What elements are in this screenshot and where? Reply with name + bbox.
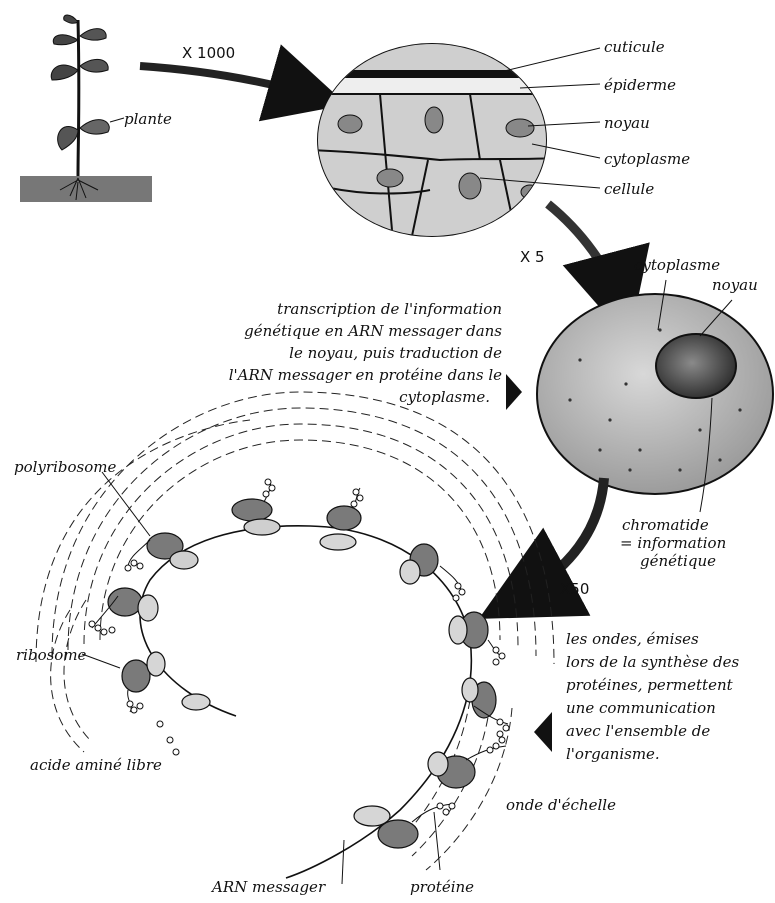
cell-view xyxy=(537,280,773,512)
protein-label: protéine xyxy=(410,878,474,896)
waves-line-4: une communication xyxy=(566,699,716,717)
magnify-arrow-3 xyxy=(514,478,604,600)
transcription-text: transcription de l'information génétique… xyxy=(229,300,503,406)
cell-label: cellule xyxy=(604,180,654,198)
transcription-line-3: le noyau, puis traduction de xyxy=(289,344,502,362)
cuticle-label: cuticule xyxy=(604,38,665,56)
transcription-line-1: transcription de l'information xyxy=(277,300,502,318)
tissue-nucleus-label: noyau xyxy=(604,114,650,132)
transcription-line-5: cytoplasme. xyxy=(399,388,490,406)
chromatid-line-2: = information xyxy=(620,534,726,552)
chromatid-label: chromatide = information génétique xyxy=(620,516,726,570)
plant-stem xyxy=(78,20,79,176)
ribosome-icon xyxy=(378,820,418,848)
plant-label: plante xyxy=(124,110,172,128)
cuticle-layer xyxy=(310,70,560,78)
magnification-1000: X 1000 xyxy=(182,44,235,62)
cell-cytoplasm-label: cytoplasme xyxy=(634,256,720,274)
scale-wave-label: onde d'échelle xyxy=(506,796,616,814)
soil xyxy=(20,176,152,202)
waves-pointer-icon xyxy=(534,712,552,752)
waves-line-6: l'organisme. xyxy=(566,745,660,763)
epidermis-label: épiderme xyxy=(604,76,676,94)
transcription-pointer-icon xyxy=(506,374,522,410)
chromatid-line-1: chromatide xyxy=(622,516,709,534)
waves-line-1: les ondes, émises xyxy=(566,630,699,648)
waves-text: les ondes, émises lors de la synthèse de… xyxy=(566,630,739,763)
tissue-view xyxy=(310,40,560,240)
magnification-5: X 5 xyxy=(520,248,545,266)
plant-leaf xyxy=(80,59,108,72)
waves-line-2: lors de la synthèse des xyxy=(566,653,739,671)
waves-line-3: protéines, permettent xyxy=(566,676,734,694)
mrna-label: ARN messager xyxy=(210,878,326,896)
cell-nucleus-label: noyau xyxy=(712,276,758,294)
plant-leaf xyxy=(51,65,78,80)
waves-line-5: avec l'ensemble de xyxy=(566,722,710,740)
plant-leaf xyxy=(80,29,106,41)
ribosome-icon xyxy=(232,499,272,521)
plant-leaf xyxy=(58,127,78,150)
transcription-line-4: l'ARN messager en protéine dans le xyxy=(229,366,502,384)
tissue-cytoplasm-label: cytoplasme xyxy=(604,150,690,168)
ribosome-icon xyxy=(122,660,150,692)
transcription-line-2: génétique en ARN messager dans xyxy=(244,322,502,340)
plant-leaf xyxy=(80,120,109,134)
plant-illustration: plante xyxy=(20,15,172,202)
magnify-arrow-1 xyxy=(140,66,316,96)
free-amino-acid-label: acide aminé libre xyxy=(30,756,162,774)
magnification-50: X50 xyxy=(560,580,589,598)
ribosome-icon xyxy=(327,506,361,530)
chromatid-line-3: génétique xyxy=(640,552,716,570)
magnify-arrow-2 xyxy=(548,204,620,306)
plant-leaf xyxy=(53,35,78,45)
polyribosome-label: polyribosome xyxy=(14,458,116,476)
plant-leaf xyxy=(64,15,78,23)
ribosome-label: ribosome xyxy=(16,646,87,664)
cell-nucleus xyxy=(656,334,736,398)
